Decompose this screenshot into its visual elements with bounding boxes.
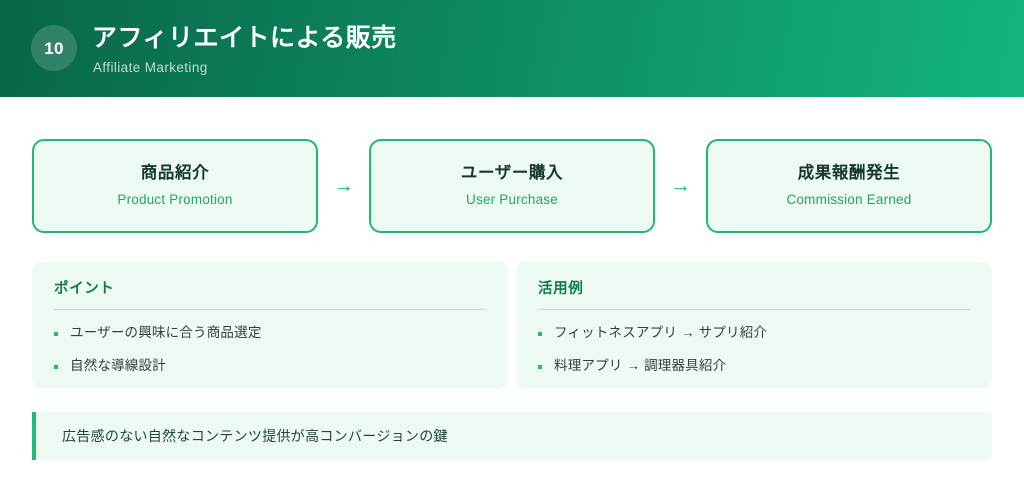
- page-title: アフィリエイトによる販売: [92, 24, 397, 52]
- list-item-label: フィットネスアプリ → サプリ紹介: [554, 325, 768, 341]
- list-item: 料理アプリ → 調理器具紹介: [538, 357, 970, 375]
- panel-title: 活用例: [538, 281, 584, 297]
- key-takeaway-text: 広告感のない自然なコンテンツ提供が高コンバージョンの鍵: [62, 427, 448, 444]
- slide-header: 10 アフィリエイトによる販売 Affiliate Marketing: [0, 0, 1024, 97]
- bullet-square-icon: [538, 364, 542, 369]
- flow-step-subtitle: Commission Earned: [786, 192, 912, 208]
- list-item-label: 料理アプリ → 調理器具紹介: [554, 357, 727, 373]
- flow-step-3: 成果報酬発生 Commission Earned: [706, 139, 992, 233]
- slide-number-badge: 10: [31, 25, 77, 71]
- arrow-right-icon: →: [670, 173, 691, 197]
- arrow-right-icon: →: [333, 173, 354, 197]
- key-takeaway-callout: 広告感のない自然なコンテンツ提供が高コンバージョンの鍵: [32, 412, 992, 460]
- list-item: ユーザーの興味に合う商品選定: [54, 324, 486, 342]
- bullet-square-icon: [54, 332, 58, 337]
- flow-step-title: 成果報酬発生: [797, 163, 901, 182]
- bullet-square-icon: [538, 332, 542, 337]
- slide-number-label: 10: [44, 38, 64, 58]
- flow-step-title: 商品紹介: [140, 163, 210, 182]
- flow-step-1: 商品紹介 Product Promotion: [32, 139, 318, 233]
- flow-step-title: ユーザー購入: [460, 163, 564, 182]
- panel-list: ユーザーの興味に合う商品選定 自然な導線設計: [54, 324, 486, 374]
- bullet-square-icon: [54, 364, 58, 369]
- flow-step-subtitle: Product Promotion: [117, 192, 233, 208]
- flow-row: 商品紹介 Product Promotion → ユーザー購入 User Pur…: [32, 137, 992, 235]
- panel-title: ポイント: [54, 281, 115, 297]
- flow-step-2: ユーザー購入 User Purchase: [369, 139, 655, 233]
- info-panels: ポイント ユーザーの興味に合う商品選定 自然な導線設計 活用例 フィットネスアプ: [32, 262, 992, 388]
- panel-divider: [54, 309, 486, 311]
- list-item-label: ユーザーの興味に合う商品選定: [70, 325, 262, 341]
- panel-use-cases: 活用例 フィットネスアプリ → サプリ紹介 料理アプリ → 調理器具紹介: [516, 262, 992, 388]
- flow-step-subtitle: User Purchase: [466, 192, 558, 208]
- panel-divider: [538, 309, 970, 311]
- list-item-label: 自然な導線設計: [70, 357, 166, 373]
- panel-list: フィットネスアプリ → サプリ紹介 料理アプリ → 調理器具紹介: [538, 324, 970, 374]
- list-item: フィットネスアプリ → サプリ紹介: [538, 324, 970, 342]
- list-item: 自然な導線設計: [54, 357, 486, 375]
- panel-points: ポイント ユーザーの興味に合う商品選定 自然な導線設計: [32, 262, 508, 388]
- page-subtitle: Affiliate Marketing: [93, 60, 208, 75]
